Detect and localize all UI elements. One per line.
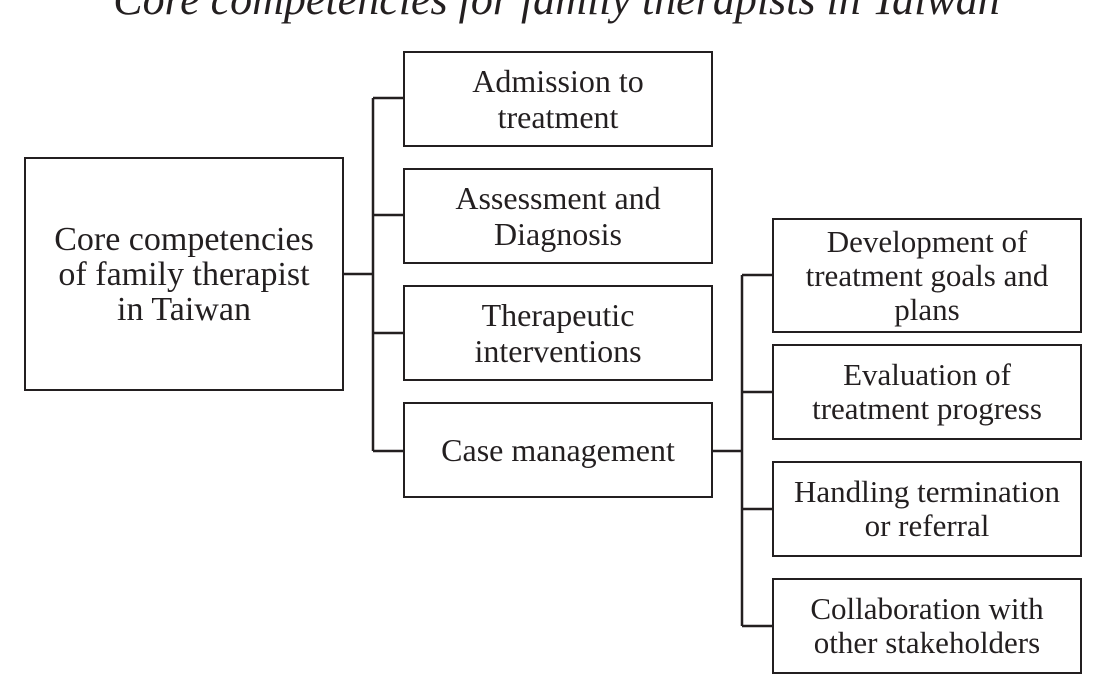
branch-box-case-management: Case management [403,402,713,498]
sub-box-collaboration: Collaboration with other stakeholders [772,578,1082,674]
sub-box-termination: Handling termination or referral [772,461,1082,557]
branch-label: Admission to treatment [472,63,644,135]
sub-box-goals-plans: Development of treatment goals and plans [772,218,1082,333]
branch-label: Case management [441,432,675,468]
branch-label: Assessment and Diagnosis [455,180,661,252]
diagram-title: Core competencies for family therapists … [0,0,1113,30]
sub-label: Development of treatment goals and plans [805,223,1049,327]
branch-box-assessment: Assessment and Diagnosis [403,168,713,264]
sub-box-evaluation: Evaluation of treatment progress [772,344,1082,440]
sub-label: Collaboration with other stakeholders [810,591,1044,660]
branch-box-admission: Admission to treatment [403,51,713,147]
sub-label: Evaluation of treatment progress [812,357,1042,426]
branch-label: Therapeutic interventions [474,297,642,369]
root-box: Core competencies of family therapist in… [24,157,344,391]
sub-label: Handling termination or referral [793,474,1061,543]
branch-box-therapeutic: Therapeutic interventions [403,285,713,381]
root-label: Core competencies of family therapist in… [54,220,314,328]
